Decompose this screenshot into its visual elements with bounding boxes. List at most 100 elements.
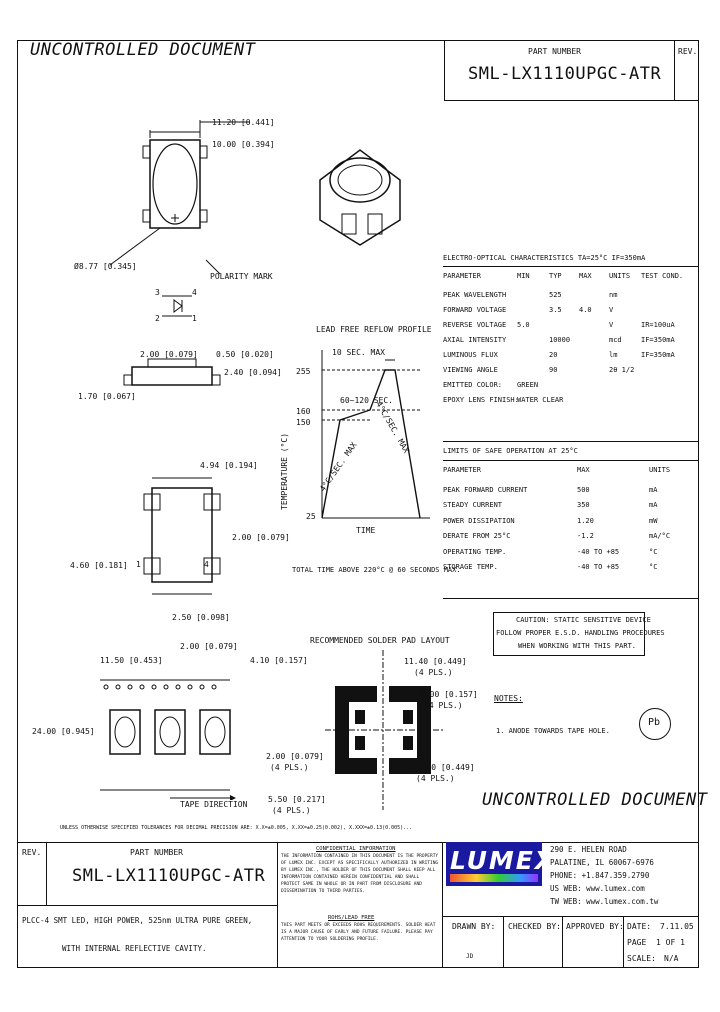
reflow-title: LEAD FREE REFLOW PROFILE xyxy=(316,325,432,334)
led-schematic-symbol xyxy=(162,295,192,317)
header-divider xyxy=(444,40,445,100)
limits-cell: OPERATING TEMP. xyxy=(443,547,507,556)
part-number: SML-LX1110UPGC-ATR xyxy=(468,64,662,84)
footer-part-number: SML-LX1110UPGC-ATR xyxy=(72,866,266,886)
date-value: 7.11.05 xyxy=(660,922,694,931)
limits-cell: DERATE FROM 25°C xyxy=(443,532,511,540)
electro-cell: FORWARD VOLTAGE xyxy=(443,306,507,314)
electro-cell: 90 xyxy=(549,366,558,374)
led-3d-view xyxy=(319,149,401,246)
solder-dim-3: 2.00 [0.079] xyxy=(266,752,324,761)
electro-cell: EPOXY LENS FINISH: xyxy=(443,396,519,404)
electro-cell: 10000 xyxy=(549,336,571,344)
limits-cell: °C xyxy=(649,563,658,571)
dim-bottom-2: 2.00 [0.079] xyxy=(232,533,290,542)
limits-cell: -40 TO +85 xyxy=(577,563,620,571)
limits-cell: 500 xyxy=(577,485,590,494)
solder-dim-5b: (4 PLS.) xyxy=(272,806,311,815)
led-side-view xyxy=(123,358,221,386)
limits-cell: PEAK FORWARD CURRENT xyxy=(443,485,528,494)
electro-cell: 3.5 xyxy=(549,306,562,314)
us-web-link[interactable]: US WEB: www.lumex.com xyxy=(550,884,645,893)
electro-header-0: PARAMETER xyxy=(443,272,481,280)
rev-divider xyxy=(674,40,675,100)
header-bottom-line xyxy=(444,100,699,101)
rev-label: REV. xyxy=(678,47,698,56)
solder-dim-3b: (4 PLS.) xyxy=(270,763,309,772)
footer-part-number-label: PART NUMBER xyxy=(130,848,183,857)
electro-header-3: MAX xyxy=(579,272,592,280)
dim-side-3: 2.40 [0.094] xyxy=(224,368,282,377)
caution-line-1: CAUTION: STATIC SENSITIVE DEVICE xyxy=(516,616,651,624)
tape-dim-1: 11.50 [0.453] xyxy=(100,656,163,665)
electro-cell: GREEN xyxy=(517,381,539,389)
tape-dim-4: 24.00 [0.945] xyxy=(32,727,95,736)
reflow-temp-25: 25 xyxy=(306,512,316,521)
reflow-temp-255: 255 xyxy=(296,367,311,376)
footer-rev-label: REV. xyxy=(22,848,42,857)
rohs-text: THIS PART MEETS OR EXCEEDS ROHS REQUIREM… xyxy=(281,923,436,942)
drawn-by-value: JD xyxy=(466,953,474,960)
limits-cell: POWER DISSIPATION xyxy=(443,516,515,525)
electro-cell: 5.0 xyxy=(517,321,530,329)
limits-cell: STORAGE TEMP. xyxy=(443,563,498,571)
electro-cell: REVERSE VOLTAGE xyxy=(443,321,507,329)
dim-diameter: Ø8.77 [0.345] xyxy=(74,262,137,271)
footer-uncontrolled: UNCONTROLLED DOCUMENT xyxy=(482,790,708,810)
limits-header-1: MAX xyxy=(577,466,590,474)
solder-dim-1: 11.40 [0.449] xyxy=(404,657,467,666)
electro-cell: PEAK WAVELENGTH xyxy=(443,291,507,299)
caution-box xyxy=(493,612,645,656)
approved-by-label: APPROVED BY: xyxy=(566,922,624,931)
page-label: PAGE xyxy=(627,938,647,947)
confidential-text: THE INFORMATION CONTAINED IN THIS DOCUME… xyxy=(281,854,439,894)
polarity-mark-label: POLARITY MARK xyxy=(210,272,273,281)
electro-cell: IF=350mA xyxy=(641,351,675,359)
pb-free-label: Pb xyxy=(648,717,661,728)
tw-web-link[interactable]: TW WEB: www.lumex.com.tw xyxy=(550,897,659,906)
caution-line-2: FOLLOW PROPER E.S.D. HANDLING PROCEDURES xyxy=(496,629,665,637)
titleblock-col-1 xyxy=(277,842,278,968)
pin-2-label: 2 xyxy=(155,314,160,323)
limits-cell: 350 xyxy=(577,501,590,509)
electro-cell: EMITTED COLOR: xyxy=(443,381,503,389)
uncontrolled-title: UNCONTROLLED DOCUMENT xyxy=(30,40,256,60)
limits-cell: °C xyxy=(649,547,658,556)
tape-dim-2: 2.00 [0.079] xyxy=(180,642,238,651)
reflow-note: TOTAL TIME ABOVE 220°C @ 60 SECONDS MAX. xyxy=(292,566,461,574)
electro-header-4: UNITS xyxy=(609,272,631,280)
scale-value: N/A xyxy=(664,954,679,963)
pb-free-icon xyxy=(639,708,671,740)
reflow-max-label: 10 SEC. MAX xyxy=(332,348,385,357)
electro-cell: 525 xyxy=(549,291,562,299)
dim-bottom-3: 4.60 [0.181] xyxy=(70,561,128,570)
lumex-logo: LUMEX xyxy=(446,842,554,886)
notes-title: NOTES: xyxy=(494,694,523,703)
electro-cell: 4.0 xyxy=(579,306,592,314)
led-bottom-view xyxy=(143,477,221,595)
scale-label: SCALE: xyxy=(627,954,656,963)
reflow-temp-160: 160 xyxy=(296,407,311,416)
titleblock-top-line xyxy=(17,842,699,843)
limits-top-line xyxy=(443,441,699,442)
electro-divider xyxy=(443,266,699,267)
dim-top-1: 11.20 [0.441] xyxy=(212,118,275,127)
reflow-temp-150: 150 xyxy=(296,418,311,427)
tolerance-note: UNLESS OTHERWISE SPECIFIED TOLERANCES FO… xyxy=(60,825,413,831)
electro-header-1: MIN xyxy=(517,272,530,280)
confidential-title: CONFIDENTIAL INFORMATION xyxy=(316,846,396,852)
led-top-view xyxy=(109,120,250,275)
limits-cell: STEADY CURRENT xyxy=(443,501,503,509)
pad-1-label: 1 xyxy=(136,560,141,569)
limits-cell: 1.20 xyxy=(577,516,594,525)
electro-cell: lm xyxy=(609,351,618,359)
drawing-sheet xyxy=(17,40,699,968)
footer-desc-1: PLCC-4 SMT LED, HIGH POWER, 525nm ULTRA … xyxy=(22,916,253,925)
electro-cell: AXIAL INTENSITY xyxy=(443,336,507,344)
titleblock-sign-col-2 xyxy=(562,916,563,968)
limits-bottom-line xyxy=(443,598,699,599)
electro-cell: V xyxy=(609,306,614,314)
electro-cell: LUMINOUS FLUX xyxy=(443,351,498,359)
solder-dim-4b: (4 PLS.) xyxy=(416,774,455,783)
